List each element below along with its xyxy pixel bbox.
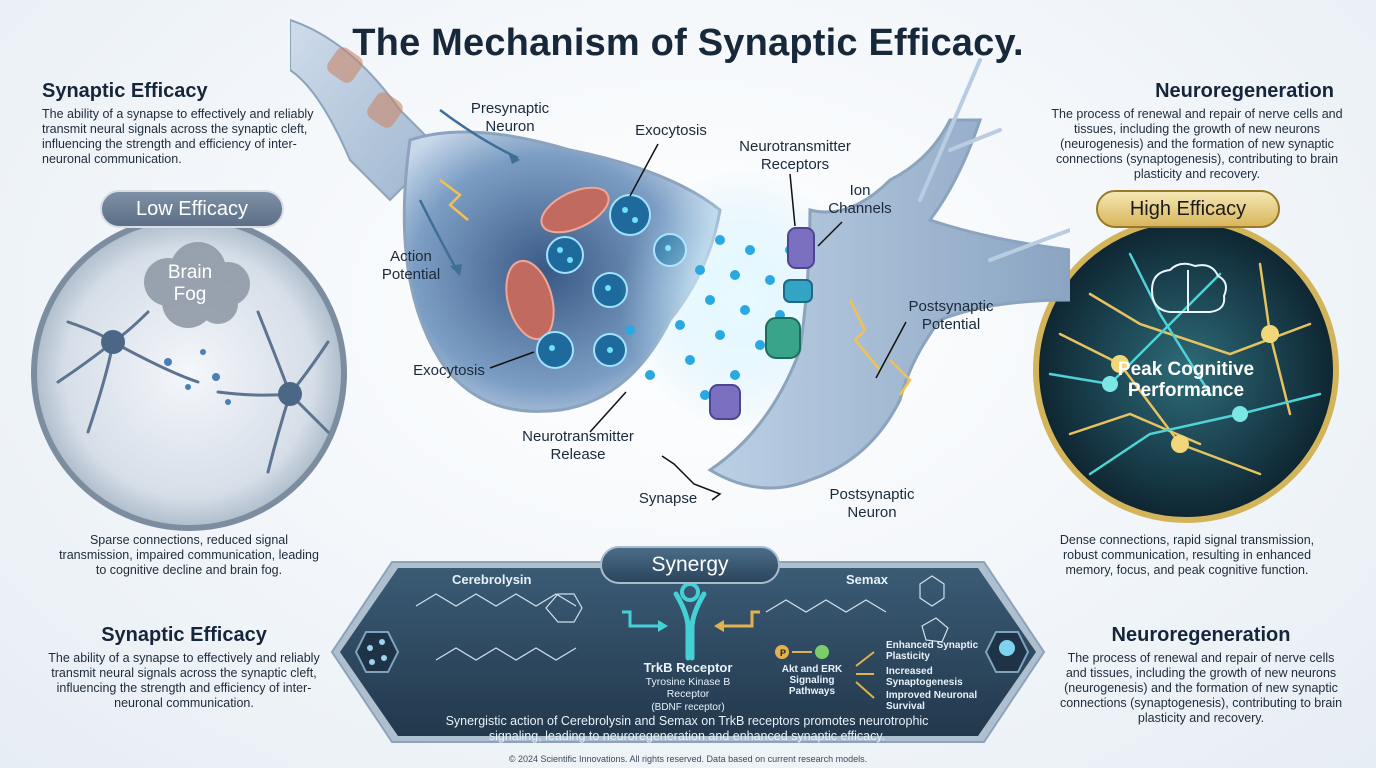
high-efficacy-badge: High Efficacy: [1096, 190, 1280, 228]
low-efficacy-caption: Sparse connections, reduced signal trans…: [59, 533, 319, 577]
neuroregeneration-definition-top: Neuroregeneration The process of renewal…: [1048, 80, 1346, 182]
semax-label: Semax: [846, 572, 888, 587]
neurotransmitter-receptors-label: Neurotransmitter Receptors: [739, 138, 851, 173]
neuroregeneration-text-bottom: The process of renewal and repair of ner…: [1059, 651, 1343, 725]
signaling-pathway-label: Akt and ERK Signaling Pathways: [781, 664, 843, 697]
cerebrolysin-label: Cerebrolysin: [452, 572, 532, 587]
action-potential-label: Action Potential: [381, 248, 441, 283]
phosphate-badge: P: [779, 648, 786, 658]
neurotransmitter-release-label: Neurotransmitter Release: [522, 428, 634, 463]
high-efficacy-illustration: [1033, 217, 1339, 523]
outcome-neuronal-survival: Improved Neuronal Survival: [886, 690, 978, 712]
exocytosis-top-label: Exocytosis: [635, 122, 707, 139]
neuroregeneration-heading: Neuroregeneration: [1155, 80, 1334, 102]
high-efficacy-caption: Dense connections, rapid signal transmis…: [1059, 533, 1315, 577]
trkb-receptor-title: TrkB Receptor: [643, 660, 733, 675]
outcome-plasticity: Enhanced Synaptic Plasticity: [886, 640, 979, 662]
postsynaptic-potential-label: Postsynaptic Potential: [908, 298, 994, 333]
synapse-label: Synapse: [638, 490, 698, 507]
synaptic-efficacy-text: The ability of a synapse to effectively …: [42, 107, 314, 166]
synergy-summary: Synergistic action of Cerebrolysin and S…: [445, 714, 929, 743]
low-efficacy-illustration: [31, 215, 347, 531]
trkb-receptor-note: (BDNF receptor): [651, 702, 725, 713]
synapse-illustration: [290, 18, 1070, 501]
synergy-badge: Synergy: [600, 546, 780, 584]
postsynaptic-neuron-label: Postsynaptic Neuron: [829, 486, 915, 521]
exocytosis-left-label: Exocytosis: [413, 362, 485, 379]
synaptic-efficacy-definition-bottom: Synaptic Efficacy The ability of a synap…: [44, 624, 324, 711]
footer-copyright: © 2024 Scientific Innovations. All right…: [508, 754, 868, 764]
outcome-synaptogenesis: Increased Synaptogenesis: [886, 666, 963, 688]
low-efficacy-badge: Low Efficacy: [100, 190, 284, 228]
ion-channels-label: Ion Channels: [828, 182, 892, 217]
trkb-receptor-subtitle: Tyrosine Kinase B Receptor: [645, 676, 731, 700]
presynaptic-neuron-label: Presynaptic Neuron: [470, 100, 550, 135]
page-title: The Mechanism of Synaptic Efficacy.: [352, 22, 1024, 64]
brain-fog-label: Brain Fog: [167, 262, 213, 305]
peak-cognitive-label: Peak Cognitive Performance: [1117, 359, 1255, 401]
synergy-panel-background: [330, 561, 1046, 743]
neuroregeneration-definition-bottom: Neuroregeneration The process of renewal…: [1056, 624, 1346, 726]
synaptic-efficacy-definition-top: Synaptic Efficacy The ability of a synap…: [42, 80, 332, 167]
neuroregeneration-heading-bottom: Neuroregeneration: [1111, 624, 1291, 646]
synaptic-efficacy-heading-bottom: Synaptic Efficacy: [101, 624, 267, 646]
synaptic-efficacy-heading: Synaptic Efficacy: [42, 80, 208, 102]
synaptic-efficacy-text-bottom: The ability of a synapse to effectively …: [48, 651, 320, 710]
neuroregeneration-text: The process of renewal and repair of ner…: [1051, 107, 1343, 181]
